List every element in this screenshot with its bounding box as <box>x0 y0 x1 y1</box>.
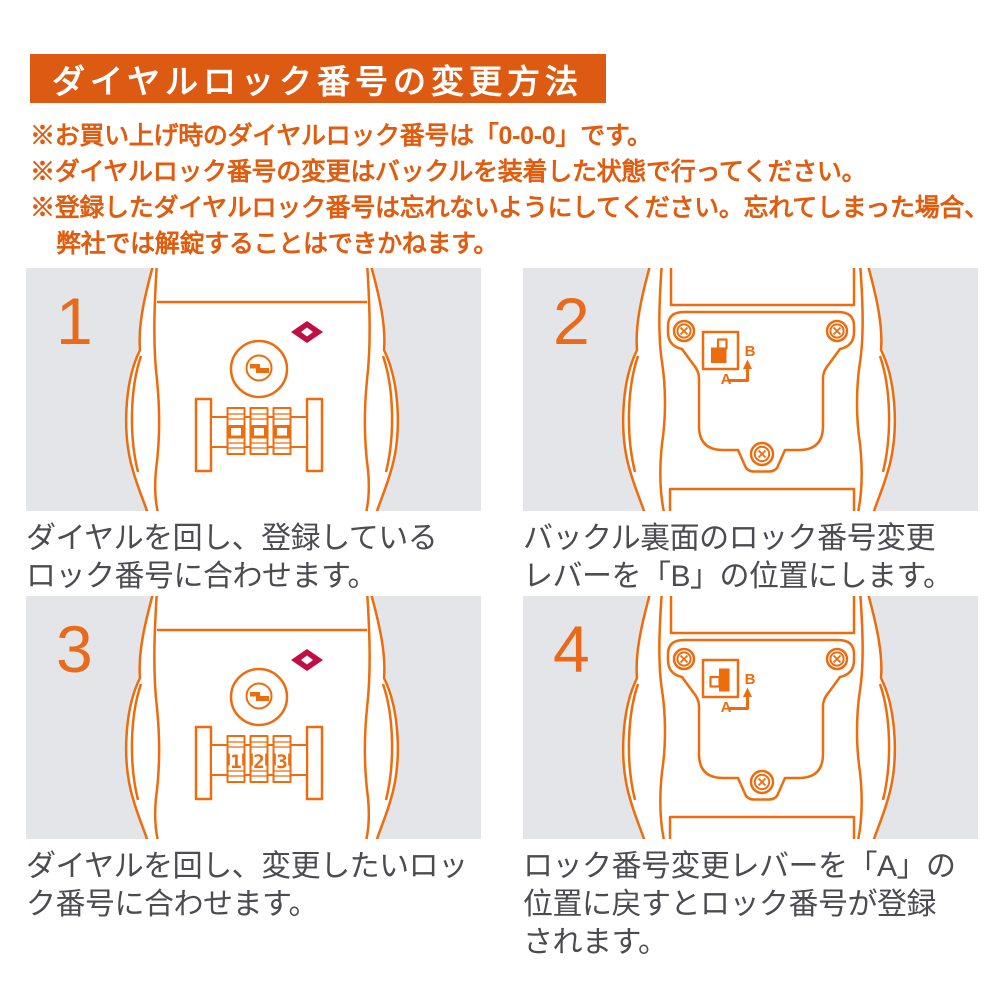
dial-left-plate <box>194 725 213 801</box>
left-grip-line <box>627 683 640 801</box>
step-number: 1 <box>56 284 93 358</box>
note-line: ※お買い上げ時のダイヤルロック番号は「0-0-0」です。 <box>30 122 652 150</box>
tsa-logo-icon <box>291 321 323 343</box>
dial-window <box>251 425 267 439</box>
buckle-back-illustration: A B <box>621 268 897 511</box>
note-line: 弊社では解錠することはできかねます。 <box>56 230 499 258</box>
label-b: B <box>745 671 756 688</box>
key-glyph <box>250 692 269 701</box>
dial-assembly <box>194 397 324 473</box>
step-number: 2 <box>553 284 590 358</box>
note-line: ※登録したダイヤルロック番号は忘れないようにしてください。忘れてしまった場合、 <box>30 194 989 222</box>
step-caption: ロック番号変更レバーを「A」の 位置に戻すとロック番号が登録 されます。 <box>523 850 956 959</box>
keyhole-inner-circle <box>245 354 273 382</box>
tsa-logo-icon <box>291 649 323 671</box>
dial-right-plate <box>305 397 324 473</box>
screw <box>749 769 775 795</box>
dial-window <box>228 425 244 439</box>
dial-right-plate <box>305 725 324 801</box>
right-grip-line <box>878 683 891 801</box>
left-grip-line <box>627 355 640 473</box>
page-title: ダイヤルロック番号の変更方法 <box>30 54 606 103</box>
label-b: B <box>745 343 756 360</box>
right-grip-line <box>878 355 891 473</box>
buckle-back-illustration: A B <box>621 596 897 839</box>
step-number: 4 <box>553 612 590 686</box>
step-2-panel: A B 2 <box>523 268 978 511</box>
step-number: 3 <box>56 612 93 686</box>
left-grip-line <box>130 355 143 473</box>
dial-left-plate <box>194 397 213 473</box>
dial-assembly: 1 2 3 <box>194 725 324 801</box>
bottom-strap-slot <box>668 815 856 839</box>
buckle-front-illustration <box>124 268 400 511</box>
step-4-panel: A B 4 <box>523 596 978 839</box>
key-glyph <box>250 364 269 373</box>
dial-wheel: 3 <box>272 735 292 783</box>
notes-list: ※お買い上げ時のダイヤルロック番号は「0-0-0」です。 ※ダイヤルロック番号の… <box>30 118 990 262</box>
dial-digit: 3 <box>276 751 287 773</box>
dial-wheel: 1 <box>226 735 246 783</box>
lever-position-b-icon <box>711 338 728 363</box>
top-strap-slot <box>669 268 856 307</box>
position-arrow <box>729 359 752 382</box>
label-a: A <box>721 371 732 388</box>
step-3-panel: 1 2 3 <box>26 596 481 839</box>
step-1-panel: 1 <box>26 268 481 511</box>
dial-wheel: 2 <box>249 735 269 783</box>
step-caption: ダイヤルを回し、変更したいロッ ク番号に合わせます。 <box>26 850 468 921</box>
step-2: A B 2 バックル裏面のロック番号変更 レバーを「B」の位置にします。 <box>523 268 978 596</box>
dial-digit: 1 <box>230 751 241 773</box>
step-3: 1 2 3 <box>26 596 481 924</box>
screw <box>749 441 775 467</box>
lever-position-a-icon <box>709 668 730 692</box>
note-line: ※ダイヤルロック番号の変更はバックルを装着した状態で行ってください。 <box>30 158 867 186</box>
dial-wheel <box>226 407 246 455</box>
position-arrow <box>729 687 752 710</box>
left-grip-line <box>130 683 143 801</box>
step-4: A B 4 ロック番号変更レバーを「A」の 位置に戻すとロック番号が登録 されま… <box>523 596 978 962</box>
dial-wheel <box>249 407 269 455</box>
buckle-front-illustration: 1 2 3 <box>124 596 400 839</box>
screw <box>825 319 849 343</box>
label-a: A <box>721 699 732 716</box>
step-caption: ダイヤルを回し、登録している ロック番号に合わせます。 <box>26 522 438 593</box>
top-strap-slot <box>669 596 856 635</box>
screw <box>672 319 696 343</box>
dial-window <box>274 425 290 439</box>
step-1: 1 ダイヤルを回し、登録している ロック番号に合わせます。 <box>26 268 481 596</box>
step-caption: バックル裏面のロック番号変更 レバーを「B」の位置にします。 <box>523 522 953 593</box>
dial-digit: 2 <box>253 751 264 773</box>
right-grip-line <box>381 355 394 473</box>
keyhole-inner-circle <box>245 682 273 710</box>
screw <box>825 647 849 671</box>
dial-wheel <box>272 407 292 455</box>
right-grip-line <box>381 683 394 801</box>
bottom-strap-slot <box>668 487 856 511</box>
screw <box>672 647 696 671</box>
